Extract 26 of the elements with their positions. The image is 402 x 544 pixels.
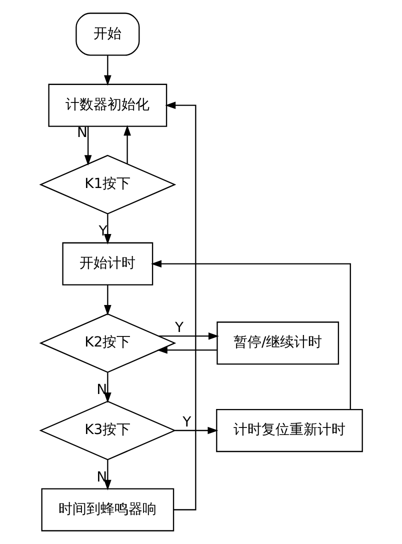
arrow bbox=[156, 346, 216, 354]
arrow bbox=[174, 426, 218, 434]
arrow bbox=[123, 125, 130, 164]
arrow bbox=[164, 102, 196, 510]
node-box: 计时复位重新计时 bbox=[216, 408, 362, 452]
edge-label: Y bbox=[174, 320, 184, 336]
node-box: 计数器初始化 bbox=[48, 84, 167, 127]
node-box: 开始计时 bbox=[62, 242, 153, 286]
node-box: 时间到蜂鸣器响 bbox=[40, 488, 174, 532]
edge-label: Y bbox=[98, 224, 107, 240]
arrow bbox=[104, 214, 111, 244]
arrow bbox=[158, 332, 218, 340]
arrow bbox=[104, 285, 111, 316]
arrow bbox=[150, 260, 350, 410]
edge-label: Y bbox=[182, 414, 191, 431]
node-box: 暂停/继续计时 bbox=[216, 322, 339, 365]
arrow bbox=[104, 460, 111, 490]
node-diamond: K2按下 bbox=[38, 313, 176, 373]
arrow bbox=[104, 56, 111, 86]
edge-label: N bbox=[96, 469, 107, 486]
edge-label: N bbox=[76, 125, 87, 142]
node-diamond: K3按下 bbox=[38, 400, 176, 460]
arrow bbox=[84, 126, 92, 166]
edge-label: N bbox=[96, 382, 107, 398]
node-box: 开始 bbox=[75, 12, 140, 56]
arrow bbox=[104, 372, 111, 403]
